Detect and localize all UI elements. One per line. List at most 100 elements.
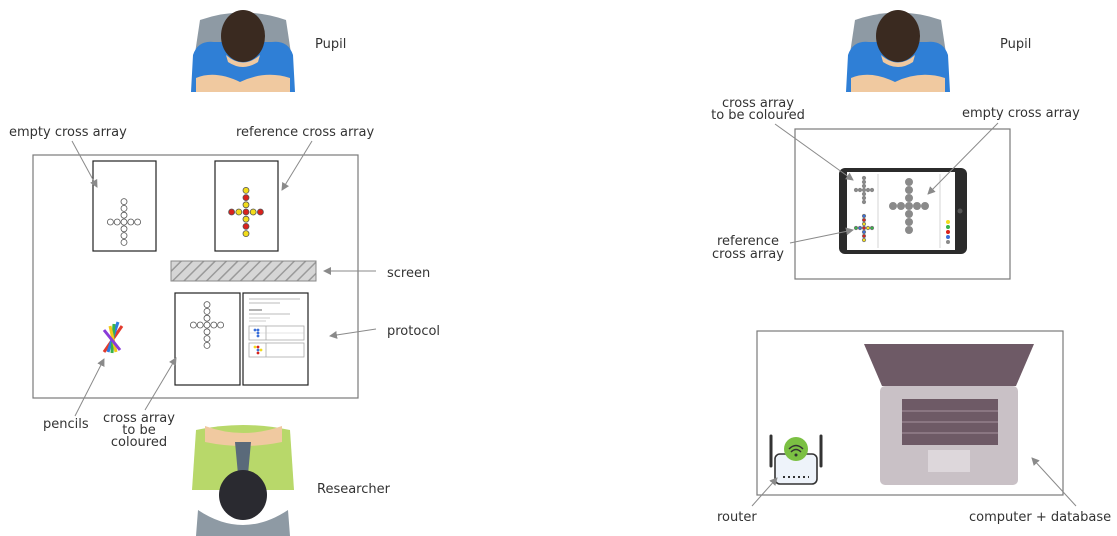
cross-peg (905, 177, 914, 186)
cross-peg (889, 201, 898, 210)
cross-peg (905, 185, 914, 194)
palette-swatch (946, 230, 950, 234)
cross-peg (249, 208, 257, 216)
cross-peg (861, 225, 867, 231)
cross-peg (865, 187, 871, 193)
cross-peg (120, 198, 128, 206)
tablet-reference-cross (853, 213, 875, 243)
cross-peg (203, 328, 211, 336)
pupil-label-right: Pupil (1000, 37, 1031, 52)
empty-cross-array-label-right: empty cross array (962, 106, 1080, 121)
cross-peg (861, 233, 867, 239)
palette-swatch (946, 240, 950, 244)
cross-peg (120, 225, 128, 233)
cross-peg (861, 183, 867, 189)
screen-label: screen (387, 266, 430, 281)
cross-peg (857, 225, 863, 231)
cross-peg (869, 225, 875, 231)
cross-array-to-be-coloured-label-left-line3: coloured (111, 435, 167, 450)
cross-peg (861, 221, 867, 227)
cross-peg (853, 225, 859, 231)
cross-peg (905, 209, 914, 218)
empty-cross-array-pegs (107, 198, 142, 246)
tablet-color-palette (946, 220, 950, 244)
empty-cross-array-arrow-right (927, 122, 999, 195)
cross-peg (203, 335, 211, 343)
cross-peg (913, 201, 922, 210)
cross-array-to-be-coloured-label-left-line2: to be (122, 423, 155, 438)
cross-peg (242, 230, 250, 238)
cross-peg (897, 201, 906, 210)
cross-peg (905, 193, 914, 202)
cross-peg (120, 238, 128, 246)
cross-peg (242, 194, 250, 202)
reference-cross-array-label-left: reference cross array (236, 125, 374, 140)
cross-peg (120, 218, 128, 226)
cross-peg (120, 232, 128, 240)
reference-cross-array-label-right-line2: cross array (712, 247, 784, 262)
empty-cross-array-label-left: empty cross array (9, 125, 127, 140)
protocol-sheet (242, 292, 309, 386)
router-arrow (751, 477, 778, 507)
table-outline (32, 154, 359, 399)
researcher-label: Researcher (317, 482, 391, 497)
reference-cross-array-pegs (228, 186, 264, 238)
pupil-label-left: Pupil (315, 37, 346, 52)
router-icon (769, 434, 823, 485)
cross-peg (853, 187, 859, 193)
cross-peg (242, 215, 250, 223)
cross-peg (217, 321, 225, 329)
cross-peg (861, 195, 867, 201)
screen-divider (170, 260, 317, 282)
reference-cross-array-label-right-line1: reference (717, 234, 779, 249)
cross-peg (905, 217, 914, 226)
cross-peg (905, 201, 914, 210)
cross-peg (865, 225, 871, 231)
cross-peg (861, 217, 867, 223)
cross-peg (921, 201, 930, 210)
cross-peg (861, 175, 867, 181)
cross-array-to-be-coloured-label-right-line1: cross array (722, 96, 794, 111)
cross-peg (113, 218, 121, 226)
cross-peg (861, 191, 867, 197)
computer-database-label: computer + database (969, 510, 1111, 525)
pupil-figure-left (191, 10, 295, 92)
cross-peg (235, 208, 243, 216)
cross-peg (134, 218, 142, 226)
cross-peg (107, 218, 114, 226)
computer-database-arrow (1031, 457, 1077, 507)
cross-peg (203, 321, 211, 329)
cross-array-to-be-coloured-label-right-line2: to be coloured (711, 108, 805, 123)
cross-peg (127, 218, 135, 226)
reference-cross-array-arrow-right (789, 227, 854, 244)
tablet-cross-to-be-coloured (853, 175, 875, 205)
cross-peg (869, 187, 875, 193)
cross-peg (256, 208, 264, 216)
cross-peg (242, 201, 250, 209)
cross-peg (203, 307, 211, 315)
cross-peg (210, 321, 218, 329)
cross-peg (242, 208, 250, 216)
cross-peg (203, 314, 211, 322)
cross-peg (120, 211, 128, 219)
router-label: router (717, 510, 757, 525)
cross-array-to-be-coloured-arrow-left (144, 357, 177, 411)
cross-array-to-be-coloured-pegs (189, 301, 225, 349)
pencils-label: pencils (43, 417, 89, 432)
cross-peg (861, 199, 867, 205)
palette-swatch (946, 235, 950, 239)
cross-peg (905, 225, 914, 234)
cross-array-to-be-coloured-label-left-line1: cross array (103, 411, 175, 426)
cross-peg (203, 301, 211, 309)
protocol-arrow (329, 328, 377, 339)
protocol-label: protocol (387, 324, 440, 339)
cross-peg (228, 208, 236, 216)
cross-peg (861, 237, 867, 243)
cross-peg (189, 321, 197, 329)
cross-peg (203, 341, 211, 349)
tablet-table-outline (794, 128, 1011, 280)
cross-peg (242, 186, 250, 194)
cross-peg (857, 187, 863, 193)
computer-table-outline (756, 330, 1064, 496)
cross-peg (861, 179, 867, 185)
